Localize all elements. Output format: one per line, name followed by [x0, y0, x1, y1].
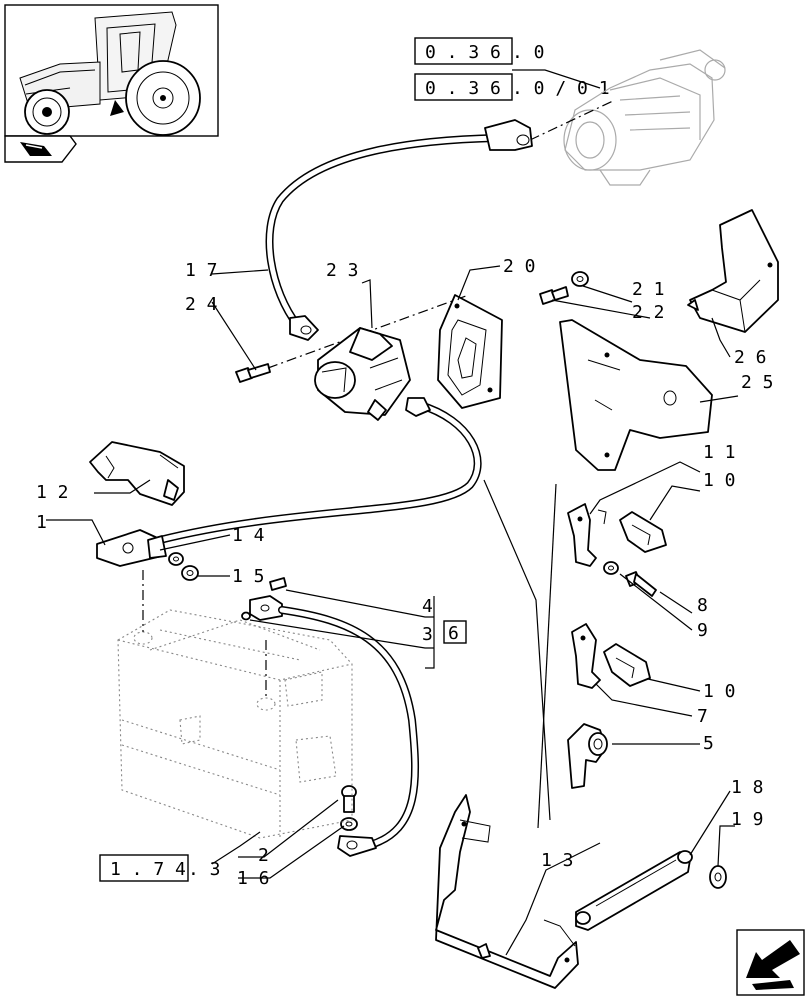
callout-12: 1 2: [36, 482, 69, 503]
reference-0-36-0-01[interactable]: 0 . 3 6 . 0 / 0 1: [414, 73, 610, 101]
bolt-2[interactable]: [341, 785, 357, 813]
negative-cable[interactable]: [278, 606, 420, 857]
cable-clamp-10-upper[interactable]: [619, 511, 667, 553]
bracket-13[interactable]: [435, 794, 579, 989]
clip-11[interactable]: [567, 503, 607, 567]
callout-3: 3: [422, 624, 433, 645]
reference-box-text: 0 . 3 6: [425, 42, 501, 63]
screw-8[interactable]: [625, 571, 657, 597]
callout-4: 4: [422, 596, 433, 617]
callout-9: 9: [697, 620, 708, 641]
callout-2: 2: [258, 845, 269, 866]
callout-16: 1 6: [237, 868, 270, 889]
kit-reference-text: 6: [448, 623, 459, 644]
callout-23: 2 3: [326, 260, 359, 281]
callout-22: 2 2: [632, 302, 665, 323]
cable-clamp-5[interactable]: [567, 723, 608, 789]
callout-10-lower: 1 0: [703, 681, 736, 702]
cable-17[interactable]: [265, 119, 533, 341]
screw-22[interactable]: [539, 286, 569, 305]
callout-26: 2 6: [734, 347, 767, 368]
callout-11: 1 1: [703, 442, 736, 463]
callout-7: 7: [697, 706, 708, 727]
washer-9[interactable]: [603, 561, 619, 575]
kit-reference-6[interactable]: 6: [443, 620, 467, 644]
book-icon[interactable]: [4, 135, 77, 163]
callout-21: 2 1: [632, 279, 665, 300]
callout-15: 1 5: [232, 566, 265, 587]
callout-19: 1 9: [731, 809, 764, 830]
callout-5: 5: [703, 733, 714, 754]
bolt-24[interactable]: [235, 363, 271, 383]
nut-14[interactable]: [168, 552, 184, 566]
reference-suffix-text: . 3: [188, 859, 221, 880]
callout-17: 1 7: [185, 260, 218, 281]
terminal-clamp-1[interactable]: [96, 529, 167, 567]
callout-1: 1: [36, 512, 47, 533]
tractor-thumbnail-icon[interactable]: [4, 4, 219, 137]
battery: [117, 570, 353, 839]
cable-clamp-10-lower[interactable]: [603, 643, 651, 687]
mounting-plate-25[interactable]: [559, 319, 713, 471]
callout-numbers: 1 7 2 4 2 3 2 0 2 1 2 2 2 6 2 5 1 2 1 1 …: [36, 256, 774, 889]
previous-page-arrow-icon[interactable]: [736, 929, 805, 996]
callout-18: 1 8: [731, 777, 764, 798]
callout-8: 8: [697, 595, 708, 616]
reference-suffix-text: . 0: [512, 42, 545, 63]
bracket-26[interactable]: [687, 209, 779, 333]
washer-19[interactable]: [709, 865, 727, 889]
cable-switch-to-terminal[interactable]: [156, 397, 482, 544]
washer-15[interactable]: [181, 565, 199, 581]
callout-24: 2 4: [185, 294, 218, 315]
callout-10-upper: 1 0: [703, 470, 736, 491]
starter-motor: [563, 49, 726, 186]
reference-box-text: 1 . 7 4: [110, 859, 186, 880]
callout-13: 1 3: [541, 850, 574, 871]
negative-terminal-clamp-3[interactable]: [241, 595, 283, 621]
reference-0-36-0[interactable]: 0 . 3 6 . 0: [414, 37, 545, 65]
battery-isolator-switch-23[interactable]: [314, 327, 411, 421]
bolt-4[interactable]: [269, 577, 287, 591]
reference-1-74-3[interactable]: 1 . 7 4 . 3: [99, 854, 221, 882]
bracket-20[interactable]: [437, 294, 503, 409]
callout-20: 2 0: [503, 256, 536, 277]
leader-lines: [46, 265, 739, 956]
terminal-cover-12[interactable]: [89, 441, 185, 506]
callout-14: 1 4: [232, 525, 265, 546]
callout-25: 2 5: [741, 372, 774, 393]
reference-box-text: 0 . 3 6: [425, 78, 501, 99]
washer-16[interactable]: [340, 817, 358, 831]
clip-7[interactable]: [571, 623, 601, 689]
strap-18[interactable]: [575, 850, 693, 931]
reference-suffix-text: . 0 / 0 1: [512, 78, 610, 99]
washer-21[interactable]: [571, 271, 589, 287]
